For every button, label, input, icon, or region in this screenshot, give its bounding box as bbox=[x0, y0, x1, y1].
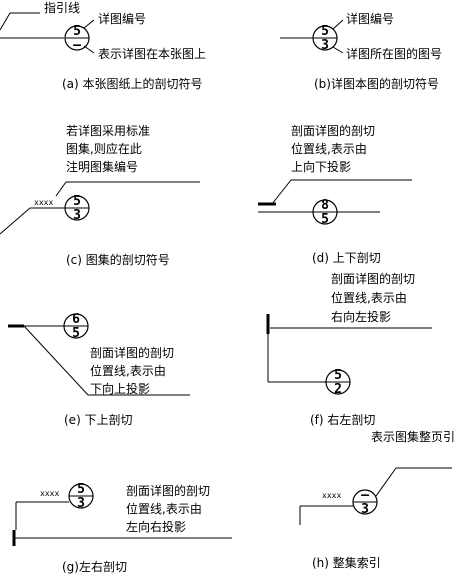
label-detail-number: 详图编号 bbox=[346, 11, 394, 26]
note-line-2: 位置线,表示由 bbox=[331, 290, 407, 305]
note-leader-diagonal bbox=[271, 179, 292, 205]
panel-e: 6 5 剖面详图的剖切 位置线,表示由 下向上投影 (e) 下上剖切 bbox=[8, 312, 190, 427]
caption-h: (h) 整集索引 bbox=[312, 555, 381, 570]
sheet-number: 3 bbox=[73, 208, 81, 223]
note-line-1: 剖面详图的剖切 bbox=[90, 345, 174, 360]
note-line-1: 剖面详图的剖切 bbox=[126, 483, 210, 498]
index-line-diagonal bbox=[0, 207, 31, 235]
panel-b: 5 3 详图编号 详图所在图的图号 (b)详图本图的剖切符号 bbox=[280, 11, 442, 91]
atlas-code: xxxx bbox=[40, 489, 59, 498]
label-sheet-of-detail: 详图所在图的图号 bbox=[346, 46, 442, 61]
atlas-code: xxxx bbox=[34, 198, 53, 207]
note-line-1: 剖面详图的剖切 bbox=[331, 271, 415, 286]
detail-number: 5 bbox=[73, 24, 81, 39]
label-detail-number: 详图编号 bbox=[98, 11, 146, 26]
detail-number: 5 bbox=[321, 24, 329, 39]
sheet-number: 5 bbox=[321, 212, 329, 227]
note-line-2: 位置线,表示由 bbox=[126, 501, 202, 516]
atlas-code: xxxx bbox=[322, 491, 341, 500]
caption-b: (b)详图本图的剖切符号 bbox=[314, 76, 439, 91]
note-line-3: 下向上投影 bbox=[90, 381, 150, 396]
note-line-3: 左向右投影 bbox=[126, 519, 186, 534]
panel-a: 指引线 5 — 详图编号 表示详图在本张图上 (a) 本张图纸上的剖切符号 bbox=[0, 0, 206, 91]
label-on-this-sheet: 表示详图在本张图上 bbox=[98, 46, 206, 61]
pointer-top bbox=[332, 19, 344, 30]
panel-d: 剖面详图的剖切 位置线,表示由 上向下投影 8 5 (d) 上下剖切 bbox=[258, 123, 412, 265]
note-line-3: 右向左投影 bbox=[331, 309, 391, 324]
sheet-number: 5 bbox=[72, 326, 80, 341]
pointer-top bbox=[83, 19, 95, 29]
caption-d: (d) 上下剖切 bbox=[312, 251, 381, 265]
sheet-number: 2 bbox=[334, 382, 342, 397]
detail-number: — bbox=[361, 488, 369, 503]
note-full-page: 表示图集整页引 bbox=[371, 429, 455, 444]
note-line-3: 上向下投影 bbox=[291, 159, 351, 174]
note-leader-diagonal bbox=[23, 325, 89, 396]
panel-h: 表示图集整页引 xxxx — 3 (h) 整集索引 bbox=[299, 429, 455, 570]
panel-f: 剖面详图的剖切 位置线,表示由 右向左投影 5 2 (f) 右左剖切 bbox=[266, 271, 432, 427]
note-line-3: 注明图集编号 bbox=[66, 159, 138, 174]
sheet-number: 3 bbox=[321, 38, 329, 53]
note-leader-diagonal bbox=[375, 467, 397, 497]
sheet-number: 3 bbox=[77, 496, 85, 511]
note-line-2: 图集,则应在此 bbox=[66, 141, 142, 156]
caption-g: (g)左右剖切 bbox=[62, 559, 127, 574]
detail-number: 5 bbox=[77, 482, 85, 497]
detail-number: 6 bbox=[72, 312, 80, 327]
note-line-1: 剖面详图的剖切 bbox=[291, 123, 375, 138]
caption-e: (e) 下上剖切 bbox=[64, 413, 133, 427]
pointer-bottom bbox=[332, 46, 344, 54]
leader-label: 指引线 bbox=[44, 0, 80, 15]
note-line-2: 位置线,表示由 bbox=[90, 363, 166, 378]
detail-number: 5 bbox=[334, 368, 342, 383]
pointer-bottom bbox=[83, 45, 95, 54]
leader-line-tick bbox=[0, 12, 11, 31]
sheet-number: — bbox=[73, 38, 81, 53]
note-line-2: 位置线,表示由 bbox=[291, 141, 367, 156]
panel-g: xxxx 5 3 剖面详图的剖切 位置线,表示由 左向右投影 (g)左右剖切 bbox=[12, 482, 232, 574]
panel-c: 若详图采用标准 图集,则应在此 注明图集编号 xxxx 5 3 (c) 图集的剖… bbox=[0, 123, 200, 267]
caption-a: (a) 本张图纸上的剖切符号 bbox=[62, 76, 203, 91]
note-line-1: 若详图采用标准 bbox=[66, 123, 150, 138]
caption-f: (f) 右左剖切 bbox=[310, 412, 375, 427]
detail-number: 5 bbox=[73, 194, 81, 209]
detail-number: 8 bbox=[321, 198, 329, 213]
sheet-number: 3 bbox=[361, 502, 369, 517]
note-leader-diagonal bbox=[55, 181, 67, 197]
caption-c: (c) 图集的剖切符号 bbox=[66, 252, 170, 267]
